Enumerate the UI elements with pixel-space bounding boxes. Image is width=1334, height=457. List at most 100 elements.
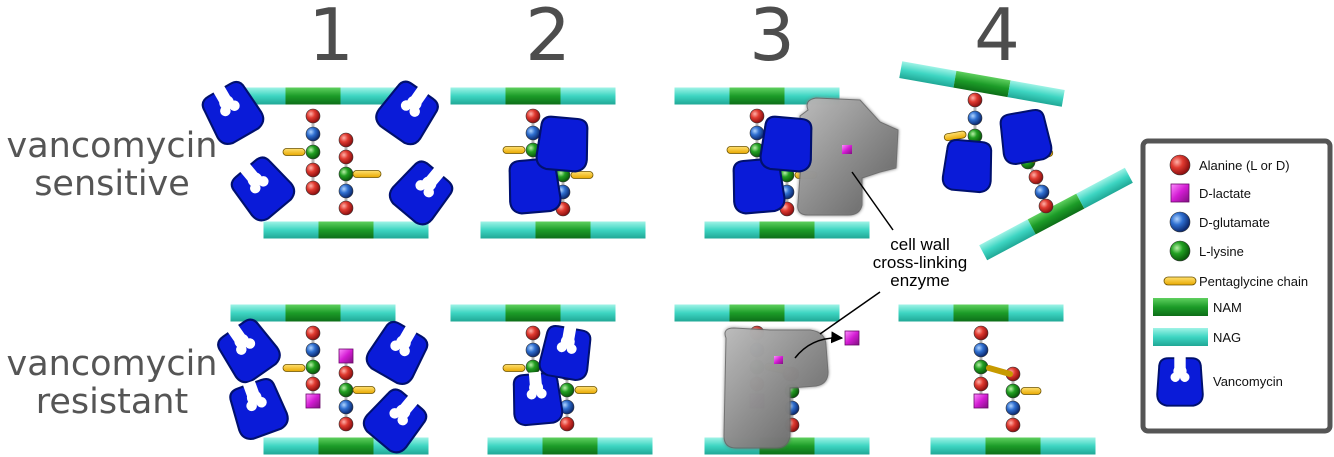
chain-r1-left — [305, 325, 321, 409]
legend-item-pentaglycine: Pentaglycine chain — [1163, 274, 1308, 289]
nag-segment — [674, 304, 730, 322]
vancomycin-molecule — [201, 80, 265, 145]
alanine-bead — [967, 92, 983, 108]
chain-r4-right — [1005, 366, 1021, 433]
vancomycin-swatch — [1156, 356, 1204, 407]
enzyme-s3 — [797, 97, 899, 216]
nam-segment — [542, 437, 598, 455]
nag-segment — [340, 87, 396, 105]
nag-segment — [814, 221, 870, 239]
alanine-bead — [305, 376, 321, 392]
alanine-bead — [1005, 417, 1021, 433]
strand-s3-bottom — [704, 221, 870, 239]
nag-segment — [450, 304, 506, 322]
pentaglycine-chain — [726, 146, 750, 154]
nag-segment — [487, 437, 543, 455]
nam-segment — [953, 70, 1011, 98]
d-glutamate-bead — [338, 183, 354, 199]
nag-segment — [1007, 80, 1065, 107]
pentaglycine-chain — [352, 386, 376, 394]
strand-s1-bottom — [263, 221, 429, 239]
d-lactate-bead — [842, 145, 852, 154]
legend: Alanine (L or D) D-lactateD-glutamateL-ly… — [1140, 138, 1333, 434]
step-numbers: 1 2 3 4 — [308, 0, 1020, 77]
d-glutamate-bead — [967, 110, 983, 126]
legend-label-d-glutamate: D-glutamate — [1199, 215, 1270, 230]
nag-segment — [704, 221, 760, 239]
vancomycin-molecule — [538, 325, 592, 382]
legend-label-nag: NAG — [1213, 330, 1241, 345]
legend-item-d-lactate: D-lactate — [1170, 183, 1251, 203]
alanine-bead — [1169, 154, 1191, 176]
vancomycin-molecule — [999, 109, 1053, 166]
strand-r2-bottom — [487, 437, 653, 455]
d-glutamate-bead — [338, 399, 354, 415]
pentaglycine-chain — [574, 386, 598, 394]
l-lysine-bead — [338, 166, 354, 182]
nam-segment — [285, 304, 341, 322]
step-number-4: 4 — [974, 0, 1020, 77]
cross-linking-enzymes — [723, 97, 899, 449]
chain-r4-left — [973, 325, 989, 409]
legend-item-l-lysine: L-lysine — [1169, 240, 1244, 262]
strand-s4-bottom — [979, 167, 1133, 261]
legend-label-d-lactate: D-lactate — [1199, 186, 1251, 201]
pentaglycine-chain — [282, 148, 306, 156]
vancomycin-molecule — [217, 318, 281, 384]
nam-segment — [729, 87, 785, 105]
nam-segment — [729, 304, 785, 322]
nag-segment — [560, 87, 616, 105]
legend-item-nam: NAM — [1153, 298, 1242, 316]
d-glutamate-bead — [1005, 400, 1021, 416]
vancomycin-molecule — [230, 156, 296, 222]
vancomycin-molecule — [365, 320, 429, 385]
l-lysine-bead — [559, 382, 575, 398]
vancomycin-molecule — [508, 157, 562, 215]
chain-s1-right — [338, 132, 354, 216]
pentaglycine-chain — [1020, 387, 1042, 395]
nag-segment — [340, 304, 396, 322]
nag-segment — [930, 437, 986, 455]
l-lysine-bead — [1169, 240, 1191, 262]
alanine-bead — [305, 108, 321, 124]
nag-segment — [373, 221, 429, 239]
d-glutamate-bead — [749, 125, 765, 141]
pentaglycine-swatch — [1163, 276, 1197, 286]
vancomycin-molecule — [362, 388, 428, 454]
vancomycin-molecule — [759, 115, 813, 173]
d-glutamate-bead — [305, 126, 321, 142]
callout-pointer-upper — [851, 171, 894, 231]
enzyme-r3 — [723, 327, 829, 449]
l-lysine-bead — [1005, 383, 1021, 399]
vancomycin-molecule — [375, 80, 439, 146]
alanine-bead — [559, 416, 575, 432]
alanine-bead — [305, 325, 321, 341]
pentaglycine-chain — [352, 170, 382, 178]
legend-label-alanine: Alanine (L or D) — [1199, 158, 1290, 173]
d-glutamate-bead — [1034, 184, 1050, 200]
nam-swatch — [1153, 298, 1208, 316]
alanine-bead — [973, 325, 989, 341]
legend-label-l-lysine: L-lysine — [1199, 244, 1244, 259]
nag-segment — [560, 304, 616, 322]
nag-segment — [674, 87, 730, 105]
alanine-bead — [1028, 169, 1044, 185]
l-lysine-bead — [973, 359, 989, 375]
strand-s4-top — [899, 61, 1065, 107]
strand-r4-top — [898, 304, 1064, 322]
nag-segment — [899, 61, 957, 88]
alanine-bead — [305, 180, 321, 196]
alanine-bead — [338, 200, 354, 216]
nag-segment — [979, 219, 1036, 261]
nam-segment — [535, 221, 591, 239]
d-glutamate-bead — [1169, 211, 1191, 233]
strand-r1-top — [230, 304, 396, 322]
d-glutamate-bead — [525, 125, 541, 141]
nag-segment — [450, 87, 506, 105]
legend-label-vancomycin: Vancomycin — [1213, 374, 1283, 389]
vancomycin-molecule — [229, 378, 289, 440]
